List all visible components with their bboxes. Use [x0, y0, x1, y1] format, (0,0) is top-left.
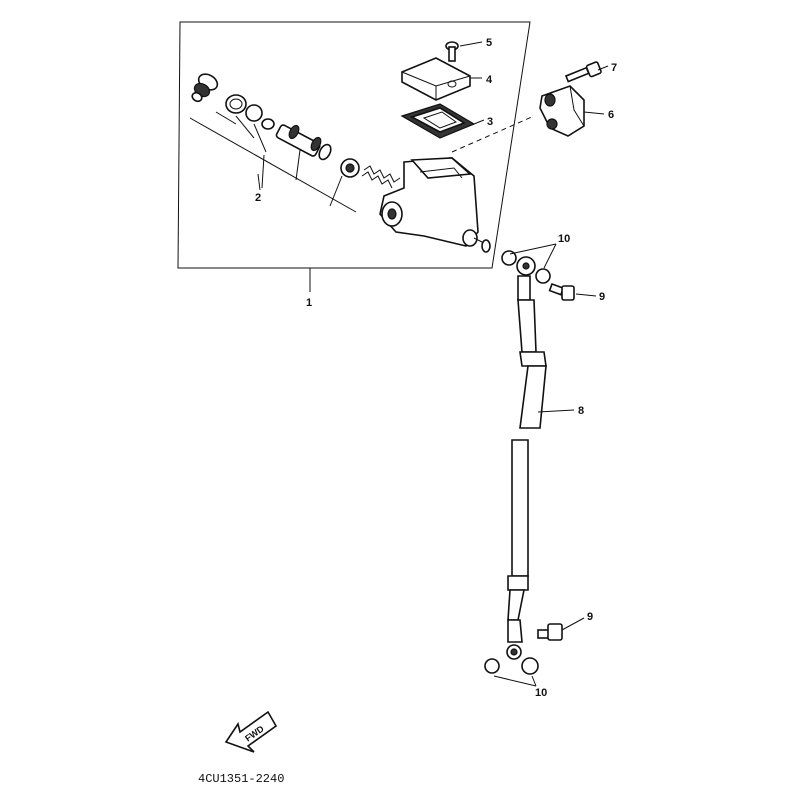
callout-9-upper: 9	[599, 291, 605, 303]
washer	[245, 104, 263, 122]
drawing-code: 4CU1351-2240	[198, 772, 284, 786]
callout-7: 7	[611, 62, 617, 74]
callout-4: 4	[486, 74, 493, 86]
callout-1: 1	[306, 297, 312, 309]
piston	[275, 124, 332, 161]
diaphragm	[400, 103, 476, 139]
assembly-boundary	[177, 21, 531, 269]
lower-union-bolt	[537, 623, 563, 641]
callout-10-upper: 10	[558, 233, 570, 245]
piston-kit-parts	[189, 73, 401, 213]
callout-3: 3	[487, 116, 493, 128]
holder-bolt	[564, 61, 602, 83]
primary-cup	[340, 158, 360, 178]
lower-gasket-set	[484, 657, 539, 675]
master-cylinder-body	[379, 157, 491, 253]
circlip	[225, 94, 247, 114]
holder-bracket	[539, 85, 585, 137]
spring	[361, 165, 401, 189]
callout-6: 6	[608, 109, 614, 121]
o-ring	[261, 118, 275, 130]
upper-gasket-set	[501, 250, 551, 284]
dust-boot	[191, 73, 219, 103]
cap-screw	[445, 41, 459, 62]
leader-lines	[257, 41, 609, 687]
callout-5: 5	[486, 37, 492, 49]
reservoir-cap	[401, 57, 471, 101]
callout-10-lower: 10	[535, 687, 547, 699]
callout-2: 2	[255, 192, 261, 204]
upper-union-bolt	[548, 282, 575, 301]
callout-9-lower: 9	[587, 611, 593, 623]
brake-hose	[506, 275, 547, 660]
callout-8: 8	[578, 405, 584, 417]
forward-arrow-icon: FWD	[224, 710, 278, 753]
